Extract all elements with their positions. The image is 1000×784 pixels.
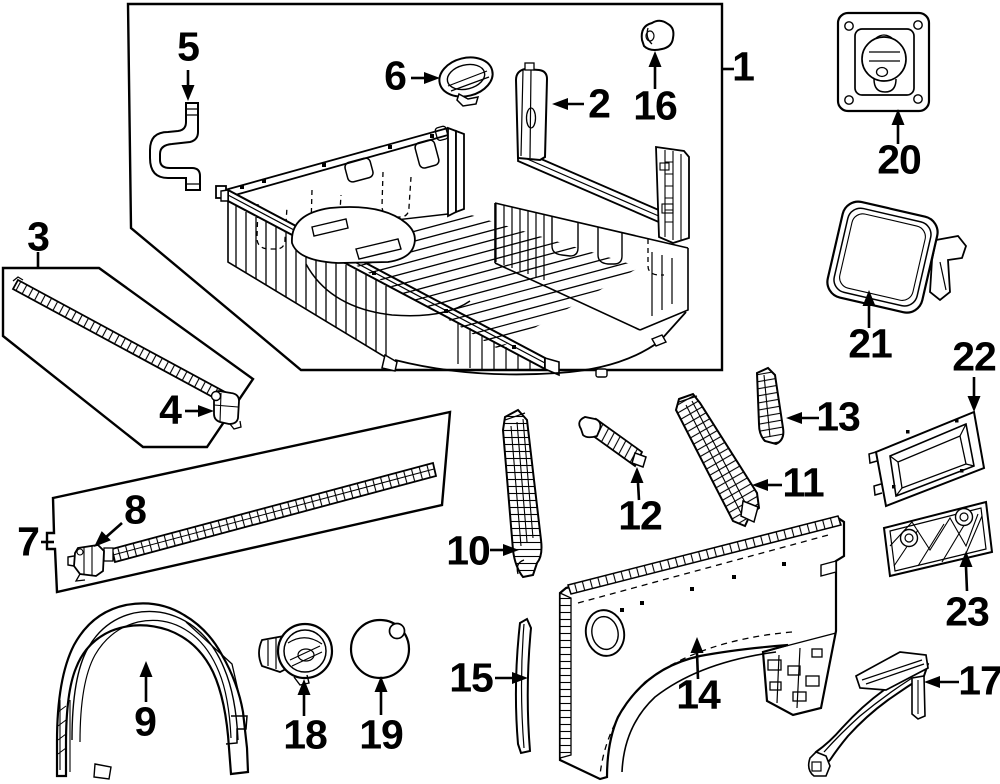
part-20-outlet-mount-plate[interactable] (836, 11, 931, 113)
callout-5-label[interactable]: 5 (177, 23, 200, 70)
box-group-1 (126, 2, 724, 372)
callout-13-label[interactable]: 13 (816, 393, 861, 440)
callout-19-label[interactable]: 19 (359, 711, 404, 758)
callout-2-label[interactable]: 2 (588, 80, 611, 127)
part-6-oval-cap[interactable] (435, 52, 497, 107)
part-4-small-clip[interactable] (210, 390, 242, 430)
callout-7-label[interactable]: 7 (17, 518, 40, 565)
part-11-diagonal-reinforcement-strip[interactable] (674, 392, 761, 528)
callout-20-label[interactable]: 20 (877, 136, 922, 183)
callout-leader-lines (36, 51, 981, 716)
callout-4-label[interactable]: 4 (159, 386, 182, 433)
part-21-fuel-door-panel[interactable] (824, 198, 968, 315)
callout-16-label[interactable]: 16 (633, 82, 678, 129)
callout-12-label[interactable]: 12 (618, 492, 663, 539)
floor-ribs (333, 214, 640, 349)
part-1-truck-bed-drawing[interactable] (215, 125, 710, 394)
callout-18-label[interactable]: 18 (283, 711, 328, 758)
part-15-thin-edge-strip[interactable] (514, 617, 533, 755)
part-22-pocket-bezel[interactable] (868, 410, 986, 508)
part-12-hooked-bracket-strip[interactable] (578, 416, 647, 468)
callout-10-label[interactable]: 10 (446, 527, 491, 574)
part-7-slatted-side-rail[interactable] (103, 461, 438, 564)
bulkhead-ribs (235, 206, 387, 358)
box-group-7 (45, 410, 452, 594)
right-wall-slats (495, 203, 545, 280)
group-boxes (1, 2, 724, 594)
callout-11-label[interactable]: 11 (782, 459, 824, 506)
part-18-filler-housing-ring[interactable] (258, 622, 334, 686)
part-8-small-clip[interactable] (67, 544, 105, 582)
callout-6-label[interactable]: 6 (384, 52, 407, 99)
box-group-3 (1, 266, 255, 449)
part-13-short-support-strip[interactable] (755, 366, 785, 446)
part-5-s-shaped-tube[interactable] (149, 102, 201, 191)
callout-21-label[interactable]: 21 (848, 320, 893, 367)
part-14-box-side-quarter-panel[interactable] (558, 515, 846, 781)
callout-17-label[interactable]: 17 (958, 657, 1000, 704)
callout-3-label[interactable]: 3 (27, 213, 50, 260)
lower-slats (457, 322, 531, 369)
part-23-ribbed-reinforcement-plate[interactable] (882, 500, 994, 578)
part-17-curved-corner-bracket[interactable] (807, 651, 930, 777)
callout-15-label[interactable]: 15 (449, 654, 494, 701)
callout-22-label[interactable]: 22 (952, 333, 997, 380)
part-16-small-cap[interactable] (640, 19, 675, 51)
callout-9-label[interactable]: 9 (134, 698, 157, 745)
callout-1-label[interactable]: 1 (732, 43, 755, 90)
part-10-vertical-reinforcement-strip[interactable] (501, 408, 543, 579)
callout-14-label[interactable]: 14 (676, 671, 721, 718)
part-9-wheel-arch-liner[interactable] (55, 602, 250, 780)
part-19-round-cap[interactable] (349, 618, 411, 680)
callout-23-label[interactable]: 23 (945, 588, 990, 635)
part-2-front-rail-pillar[interactable] (514, 62, 549, 162)
callout-8-label[interactable]: 8 (124, 486, 147, 533)
part-3-slatted-sill-strip[interactable] (11, 276, 230, 405)
